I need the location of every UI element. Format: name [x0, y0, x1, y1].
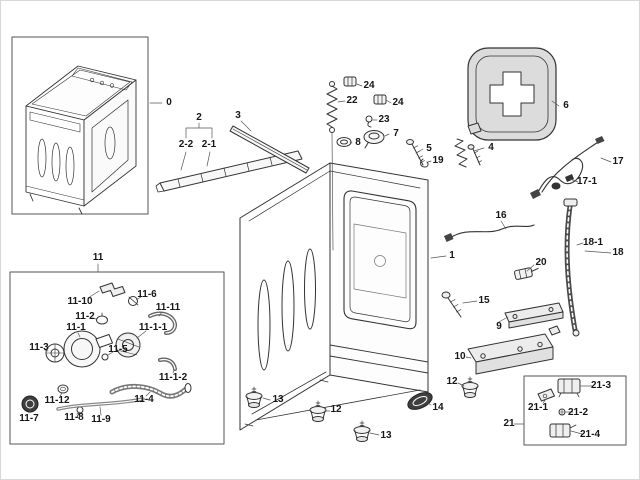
part-21-switch-assembly-drawing [537, 378, 581, 438]
part-11-1-pump [63, 330, 113, 368]
part-6-gasket-drawing [467, 47, 557, 141]
part-12-foot-center-drawing [309, 400, 327, 422]
callout-23: 23 [378, 114, 390, 125]
callout-21-4: 21-4 [579, 429, 601, 440]
callout-12-a: 12 [446, 376, 458, 387]
callout-21-2: 21-2 [567, 407, 589, 418]
callout-11-3: 11-3 [29, 342, 49, 353]
part-5-screw-drawing [406, 139, 425, 166]
part-0-cabinet-drawing [25, 65, 137, 215]
callout-11-1-2: 11-1-2 [158, 372, 188, 383]
part-2-top-rail-drawing [155, 150, 303, 193]
callout-9: 9 [496, 321, 502, 332]
callout-11: 11 [92, 252, 104, 263]
callout-11-4: 11-4 [134, 394, 154, 405]
callout-11-10: 11-10 [67, 296, 93, 307]
part-21-4-switch [549, 423, 577, 438]
part-11-1-1-motor [115, 332, 141, 358]
part-24-clip-a-drawing [343, 76, 357, 87]
callout-11-9: 11-9 [91, 414, 111, 425]
callout-3: 3 [235, 110, 241, 121]
part-11-pump-assembly-drawing [21, 282, 192, 418]
part-11-5-bolt [101, 353, 109, 361]
callout-4: 4 [488, 142, 494, 153]
part-11-7-cap [21, 395, 39, 413]
part-9-bracket-drawing [504, 302, 564, 329]
callout-11-11: 11-11 [155, 302, 181, 313]
part-18-rod-drawing [563, 198, 580, 337]
callout-11-1: 11-1 [66, 322, 86, 333]
callout-13-b: 13 [380, 430, 392, 441]
callout-17-1: 17-1 [576, 176, 598, 187]
callout-13-a: 13 [272, 394, 284, 405]
callout-24-a: 24 [363, 80, 375, 91]
inset-box-21 [523, 375, 627, 446]
part-19-clip-drawing [420, 158, 429, 168]
callout-17: 17 [612, 156, 624, 167]
part-4-spring-screw-drawing [454, 138, 482, 168]
part-8-grommet-drawing [336, 137, 352, 147]
callout-21-1: 21-1 [527, 402, 549, 413]
part-17-harness-drawing [530, 136, 605, 199]
callout-11-2: 11-2 [75, 311, 95, 322]
part-11-10-bracket [99, 282, 126, 297]
callout-16: 16 [495, 210, 507, 221]
part-15-screw-drawing [441, 291, 462, 318]
callout-20: 20 [535, 257, 547, 268]
part-11-2-clamp [96, 312, 108, 325]
callout-11-8: 11-8 [64, 412, 84, 423]
callout-11-12: 11-12 [44, 395, 70, 406]
part-20-connector-drawing [514, 267, 539, 280]
part-11-6-clamp [128, 296, 139, 306]
callout-15: 15 [478, 295, 490, 306]
callout-8: 8 [355, 137, 361, 148]
part-21-1-bracket [537, 388, 555, 402]
inset-box-0 [11, 36, 149, 215]
callout-12-b: 12 [330, 404, 342, 415]
part-24-clip-b-drawing [373, 94, 387, 105]
part-3-rail-drawing [229, 125, 310, 174]
part-13-foot-left-drawing [245, 386, 263, 408]
part-22-spring-drawing [326, 81, 338, 133]
callout-18: 18 [612, 247, 624, 258]
part-13-foot-bottom-drawing [353, 420, 371, 442]
callout-1: 1 [449, 250, 455, 261]
part-11-3-filter-cap [45, 343, 65, 363]
callout-22: 22 [346, 95, 358, 106]
callout-19: 19 [432, 155, 444, 166]
part-11-12-ring [57, 384, 69, 394]
part-1-frame-drawing [239, 162, 429, 431]
callout-10: 10 [454, 351, 466, 362]
callout-11-6: 11-6 [137, 289, 157, 300]
part-12-foot-right-drawing [461, 376, 479, 398]
callout-2-2: 2-2 [178, 139, 194, 150]
part-7-cap-drawing [363, 130, 385, 149]
part-10-bracket-drawing [467, 325, 561, 375]
callout-2: 2 [196, 112, 202, 123]
inset-box-11 [9, 271, 225, 445]
callout-2-1: 2-1 [201, 139, 217, 150]
leader-lines [28, 83, 612, 436]
callout-18-1: 18-1 [582, 237, 604, 248]
part-11-4-drain-hose [109, 383, 192, 399]
callout-11-1-1: 11-1-1 [138, 322, 168, 333]
callout-11-5: 11-5 [108, 344, 128, 355]
callout-6: 6 [563, 100, 569, 111]
callout-5: 5 [426, 143, 432, 154]
callout-7: 7 [393, 128, 399, 139]
part-14-pad-drawing [407, 392, 433, 410]
part-23-clip-drawing [365, 115, 373, 128]
callout-21-3: 21-3 [590, 380, 612, 391]
part-21-2-screw [558, 408, 566, 416]
callout-14: 14 [432, 402, 444, 413]
callout-0: 0 [166, 97, 172, 108]
callout-24-b: 24 [392, 97, 404, 108]
callout-21: 21 [503, 418, 515, 429]
part-16-wire-drawing [444, 224, 535, 242]
part-21-3-switch [557, 378, 581, 398]
callout-11-7: 11-7 [19, 413, 39, 424]
